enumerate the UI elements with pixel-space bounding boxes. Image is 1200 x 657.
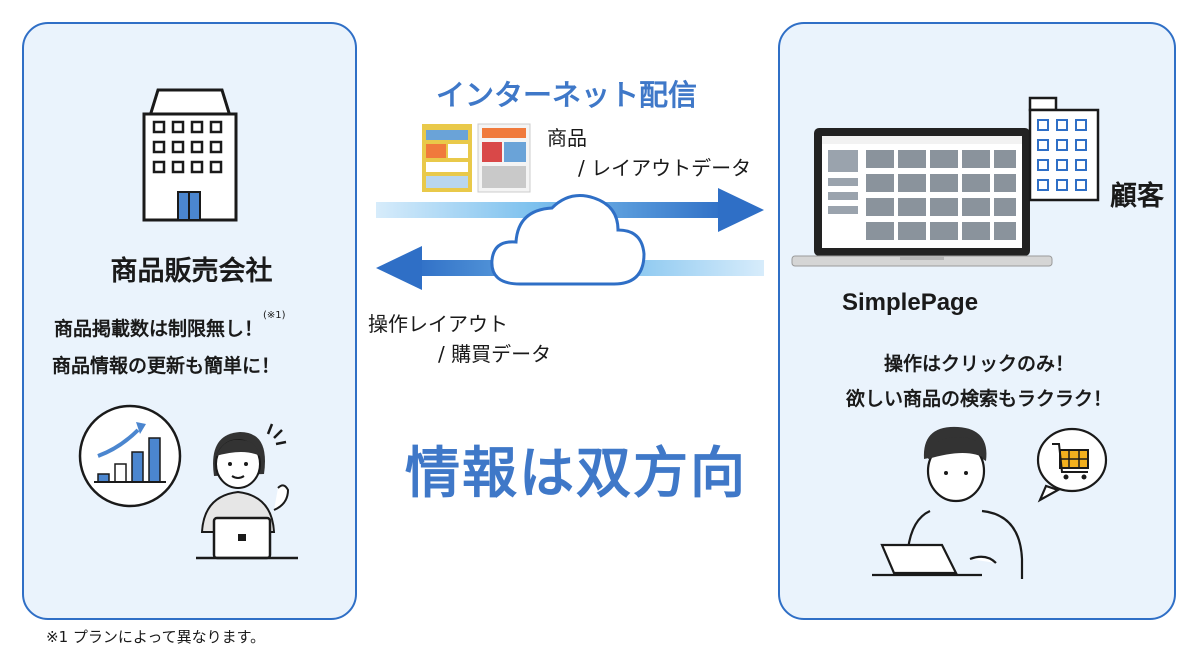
bidirectional-title: 情報は双方向 xyxy=(405,441,748,505)
upper-flow-label-line1: 商品 xyxy=(547,126,587,150)
company-label: 商品販売会社 xyxy=(110,256,273,287)
feature-easy-search: 欲しい商品の検索もラクラク！ xyxy=(845,388,1112,410)
cart-icon xyxy=(1036,427,1108,503)
cloud-icon xyxy=(490,194,646,286)
lower-flow-label-line1: 操作レイアウト xyxy=(368,312,508,336)
office-building-icon xyxy=(1028,96,1100,202)
lower-flow-label-line2: / 購買データ xyxy=(438,342,552,366)
flyer-thumbnail xyxy=(422,123,531,193)
arrows-and-cloud xyxy=(376,188,764,290)
upper-flow-label-line2: / レイアウトデータ xyxy=(578,156,752,180)
footnote: ※1 プランによって異なります。 xyxy=(46,628,266,646)
woman-with-laptop-illustration xyxy=(196,423,298,560)
customer-label: 顧客 xyxy=(1110,181,1164,212)
feature-unlimited-items: 商品掲載数は制限無し！(※1) xyxy=(54,310,286,340)
customer-panel: 顧客 SimplePage 操作はクリックのみ！ 欲しい商品の検索もラクラク！ xyxy=(778,22,1176,620)
bar-chart-icon xyxy=(78,404,182,508)
laptop-icon xyxy=(791,128,1053,267)
building-icon xyxy=(142,88,238,222)
internet-distribution-title: インターネット配信 xyxy=(436,78,698,112)
feature-click-only: 操作はクリックのみ！ xyxy=(883,353,1074,375)
man-with-laptop-illustration xyxy=(872,426,1024,579)
feature-easy-update: 商品情報の更新も簡単に！ xyxy=(52,355,281,377)
product-name: SimplePage xyxy=(842,289,979,316)
footnote-marker: (※1) xyxy=(263,310,286,321)
seller-panel: 商品販売会社 商品掲載数は制限無し！(※1) 商品情報の更新も簡単に！ xyxy=(22,22,357,620)
